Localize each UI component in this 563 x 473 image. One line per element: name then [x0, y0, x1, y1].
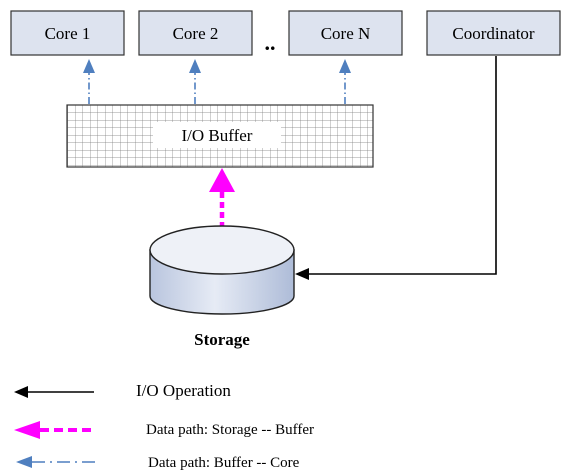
storage-label: Storage	[194, 330, 250, 349]
coordinator-box: Coordinator	[426, 10, 561, 56]
legend-magenta-arrow-icon	[14, 421, 40, 439]
legend-blue-arrow-icon	[16, 456, 32, 468]
core-2-label: Core 2	[173, 24, 219, 43]
core-n-label: Core N	[321, 24, 371, 43]
core-box-2: Core 2	[138, 10, 253, 56]
io-buffer-box: I/O Buffer	[66, 104, 374, 168]
legend-buffer-core-label: Data path: Buffer -- Core	[148, 455, 300, 471]
legend-black-arrow-icon	[14, 386, 28, 398]
core-box-1: Core 1	[10, 10, 125, 56]
legend: I/O Operation Data path: Storage -- Buff…	[14, 381, 314, 471]
legend-io-operation: I/O Operation	[14, 381, 231, 400]
coordinator-to-storage-arrow	[295, 56, 497, 280]
storage-cylinder	[149, 225, 295, 315]
core-1-label: Core 1	[45, 24, 91, 43]
buffer-to-coren-arrow	[339, 59, 351, 104]
legend-storage-buffer-label: Data path: Storage -- Buffer	[146, 422, 314, 438]
buffer-to-core-arrows	[83, 59, 351, 104]
legend-io-operation-label: I/O Operation	[136, 381, 231, 400]
legend-storage-buffer: Data path: Storage -- Buffer	[14, 421, 314, 439]
core-ellipsis: ..	[265, 30, 276, 55]
core-box-n: Core N	[288, 10, 403, 56]
coordinator-label: Coordinator	[452, 24, 534, 43]
buffer-to-core1-arrow	[83, 59, 95, 104]
buffer-to-core2-arrow	[189, 59, 201, 104]
storage-to-buffer-arrow	[209, 168, 235, 228]
io-buffer-label: I/O Buffer	[182, 126, 253, 145]
legend-buffer-core: Data path: Buffer -- Core	[16, 455, 300, 471]
